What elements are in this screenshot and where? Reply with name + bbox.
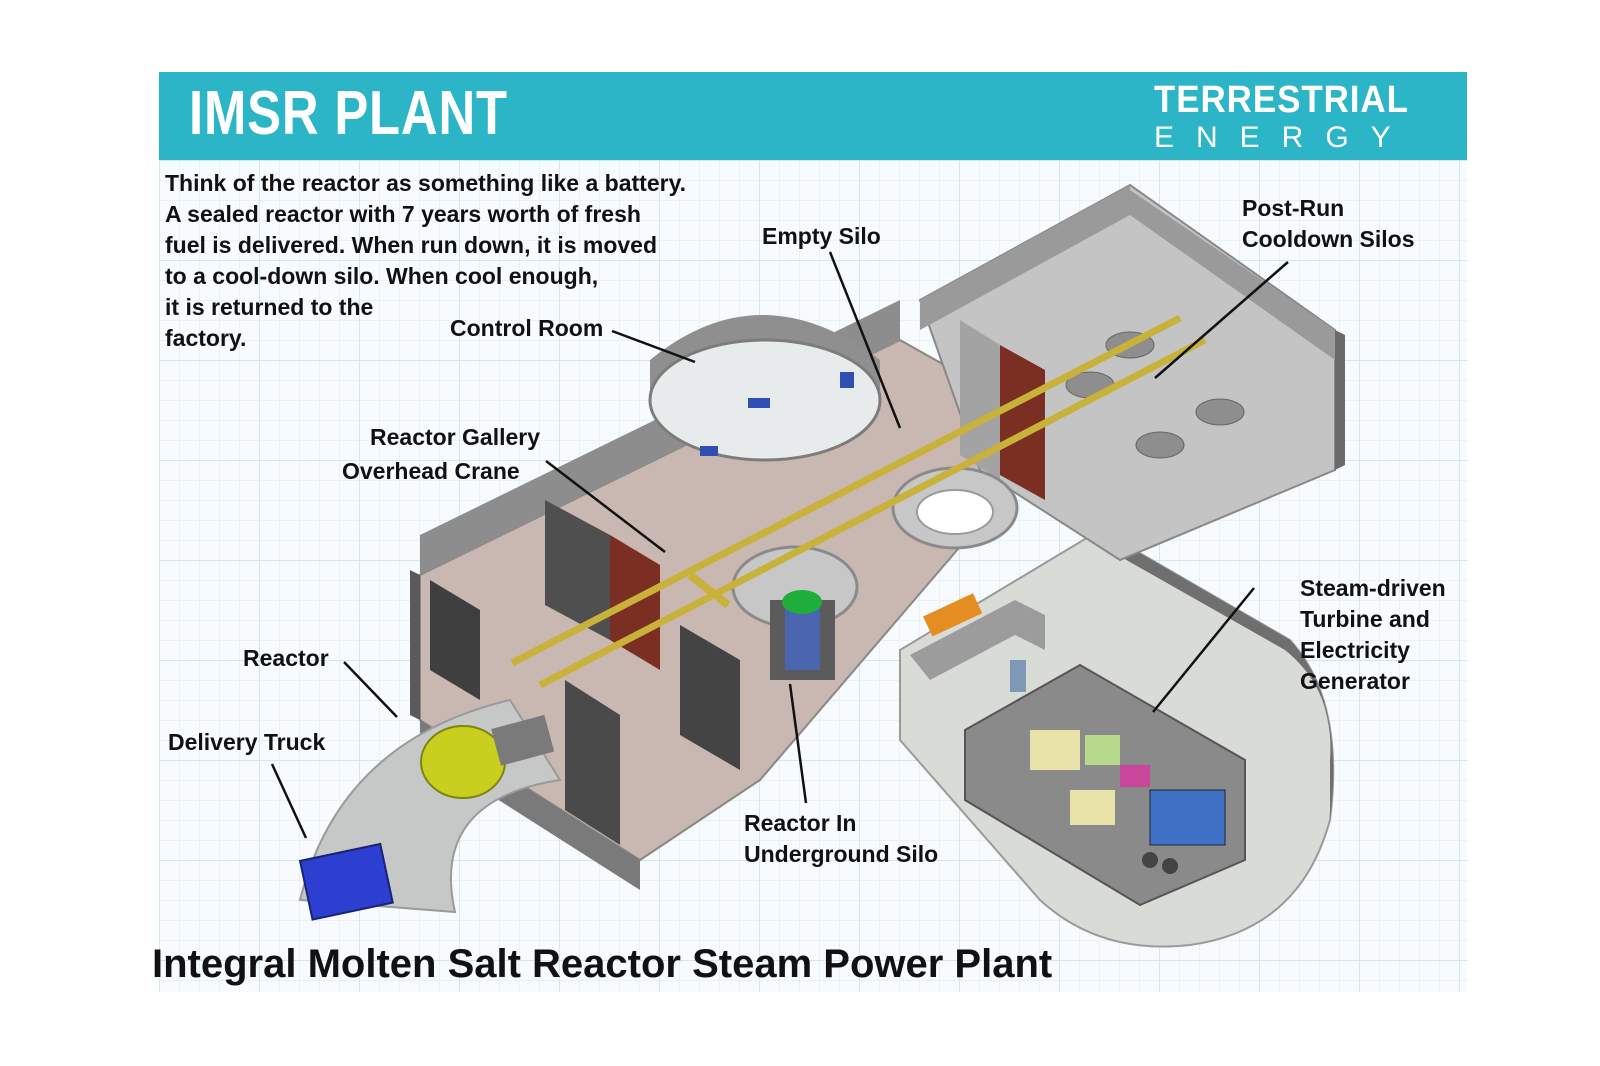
brand-subname: ENERGY — [1154, 121, 1413, 154]
label-reactor: Reactor — [243, 645, 329, 671]
gallery-partition — [545, 500, 610, 640]
cooldown-silo — [1195, 398, 1245, 426]
generator-roller — [1162, 858, 1178, 874]
crane-rail — [510, 314, 1182, 667]
turbine-room-wall — [910, 600, 1045, 680]
header-banner: IMSR PLANT TERRESTRIAL ENERGY — [159, 72, 1467, 160]
leader-line — [1152, 587, 1255, 713]
crane-bridge — [687, 571, 731, 609]
control-console — [748, 398, 770, 408]
cooldown-side-wall — [1335, 330, 1345, 470]
cooldown-door — [1000, 345, 1045, 500]
turbine-module — [1070, 790, 1115, 825]
intro-paragraph: Think of the reactor as something like a… — [165, 168, 785, 354]
generator-unit — [1149, 789, 1226, 846]
label-turbine-and: Turbine and — [1300, 606, 1430, 632]
brand-logo: TERRESTRIAL ENERGY — [1154, 80, 1431, 154]
intro-line: fuel is delivered. When run down, it is … — [165, 232, 658, 258]
label-generator: Generator — [1300, 668, 1410, 694]
turbine-module — [1085, 735, 1120, 765]
turbine-module — [1120, 765, 1150, 787]
label-overhead-crane: Overhead Crane — [342, 458, 520, 484]
label-reactor-in: Reactor In — [744, 810, 857, 836]
label-post-run: Post-Run — [1242, 195, 1345, 221]
leader-line — [788, 683, 808, 804]
diagram-caption: Integral Molten Salt Reactor Steam Power… — [152, 942, 1053, 986]
intro-line: factory. — [165, 325, 247, 351]
control-console — [840, 372, 854, 388]
label-reactor-gallery: Reactor Gallery — [370, 424, 541, 450]
leader-line — [1154, 261, 1289, 379]
intro-line: to a cool-down silo. When cool enough, — [165, 263, 599, 289]
leader-line — [270, 763, 308, 839]
reactor-module — [420, 725, 506, 799]
leader-line — [343, 661, 398, 718]
gallery-partition — [680, 625, 740, 770]
label-control-room: Control Room — [450, 315, 604, 341]
truck-trailer — [491, 714, 555, 766]
reactor-vessel — [785, 605, 820, 670]
reactor-cap — [782, 590, 822, 614]
intro-line: A sealed reactor with 7 years worth of f… — [165, 201, 641, 227]
control-console — [700, 446, 718, 456]
gallery-partition — [430, 580, 480, 700]
label-delivery-truck: Delivery Truck — [168, 729, 326, 755]
label-cooldown-silos: Cooldown Silos — [1242, 226, 1415, 252]
label-electricity: Electricity — [1300, 637, 1410, 663]
generator-roller — [1142, 852, 1158, 868]
truck-cab — [298, 842, 394, 921]
empty-silo-hole — [916, 489, 994, 535]
cooldown-back-wall — [920, 185, 1335, 360]
label-underground-silo: Underground Silo — [744, 841, 939, 867]
gallery-left-wall — [410, 570, 420, 720]
cooldown-silo — [1135, 431, 1185, 459]
crane-rail — [538, 336, 1207, 689]
label-empty-silo: Empty Silo — [762, 223, 881, 249]
leader-line — [545, 460, 666, 553]
intro-line: Think of the reactor as something like a… — [165, 170, 687, 196]
intro-line: it is returned to the — [165, 294, 374, 320]
leader-line — [828, 251, 902, 429]
heat-exchanger — [923, 593, 983, 637]
gallery-partition — [565, 680, 620, 845]
cooldown-inner-wall — [960, 320, 1000, 480]
label-steam-driven: Steam-driven — [1300, 575, 1446, 601]
turbine-module — [1030, 730, 1080, 770]
leader-line — [611, 329, 696, 364]
page-title: IMSR PLANT — [189, 79, 508, 148]
brand-name: TERRESTRIAL — [1154, 79, 1409, 121]
storage-tank — [1010, 660, 1026, 692]
